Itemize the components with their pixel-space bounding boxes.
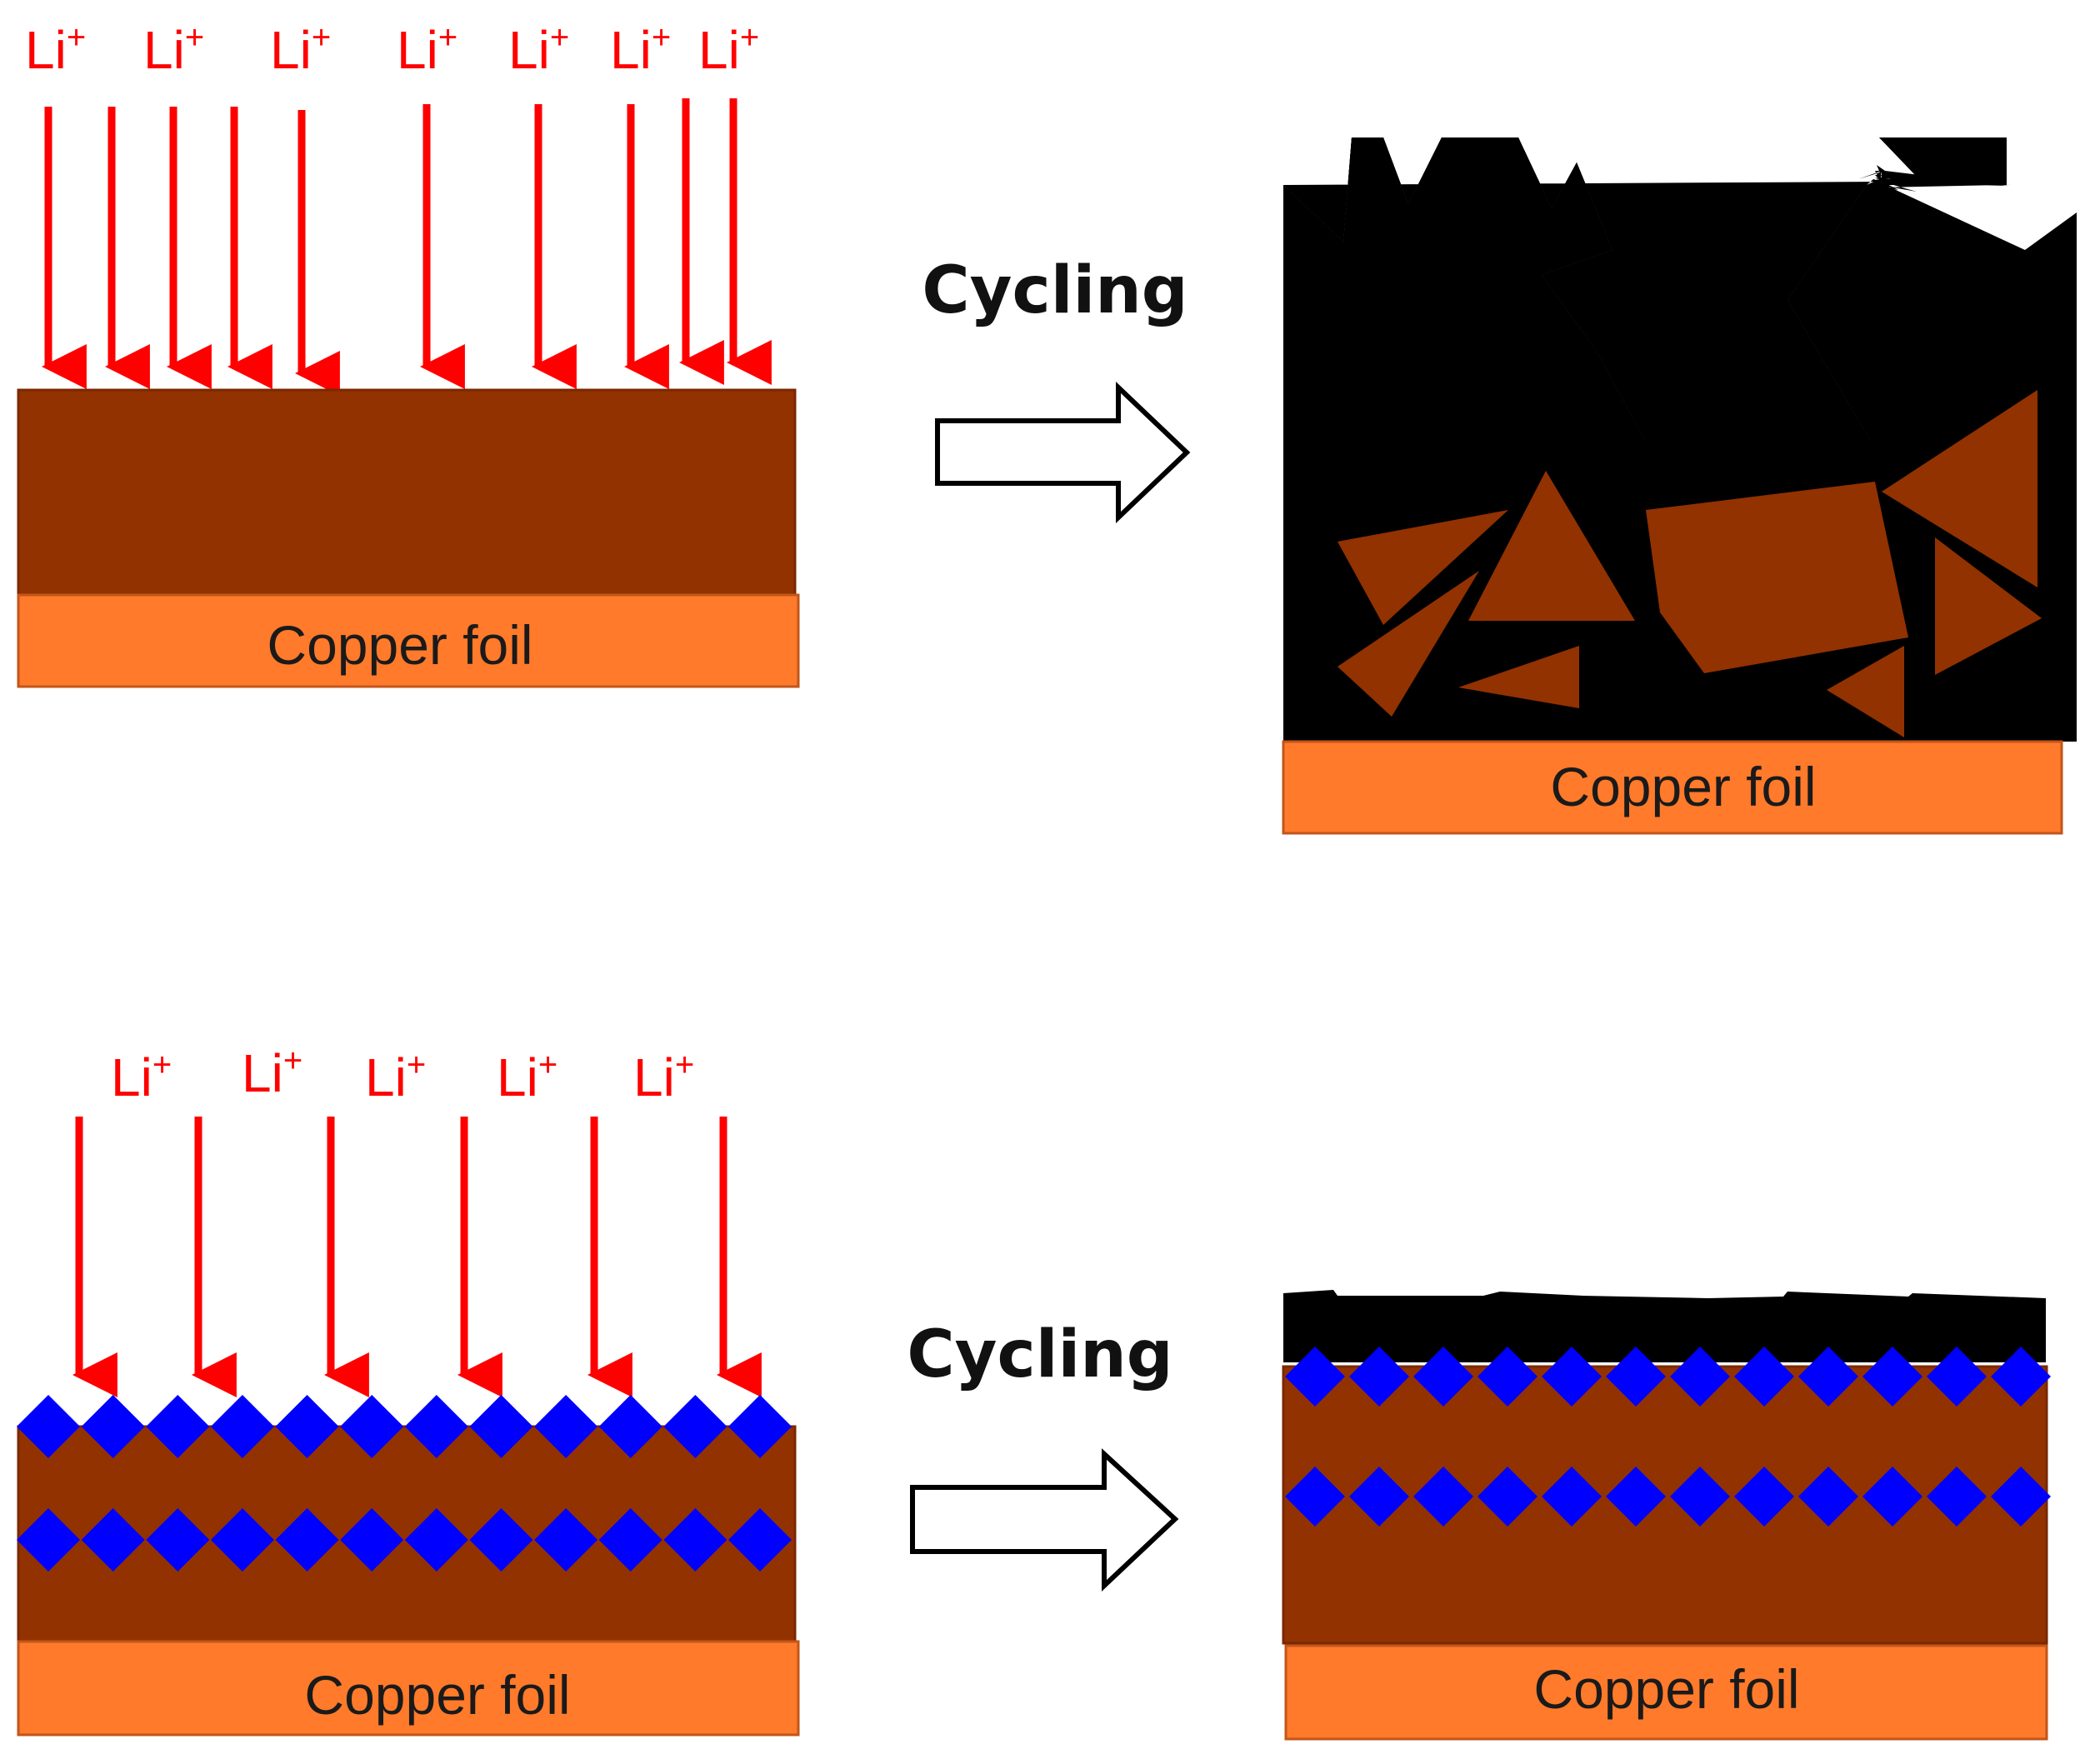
- anode-fragment: [1935, 537, 2042, 675]
- protective-particle: [17, 1395, 80, 1458]
- protective-particle: [1478, 1467, 1538, 1527]
- anode-fragment: [1827, 646, 1904, 737]
- protective-particle: [404, 1508, 468, 1572]
- top-li-ion-arrows: [41, 98, 772, 396]
- protective-particle: [275, 1508, 339, 1572]
- protective-particle: [728, 1395, 792, 1458]
- protective-particle: [1927, 1347, 1987, 1407]
- copper-foil: [1284, 1644, 2048, 1741]
- li-ion-label: Li+: [508, 19, 569, 80]
- process-arrow: [910, 1448, 1179, 1592]
- anode-fragment: [1468, 471, 1635, 621]
- li-ion-label: Li+: [111, 1047, 172, 1107]
- copper-foil: [17, 593, 800, 688]
- protective-particle: [275, 1395, 339, 1458]
- anode-fragment: [1458, 646, 1579, 708]
- anode-fragment: [1338, 571, 1479, 717]
- copper-foil-label: Copper foil: [267, 614, 532, 676]
- protective-particle: [469, 1508, 533, 1572]
- protective-particle: [1927, 1467, 1987, 1527]
- protective-particle: [1862, 1467, 1922, 1527]
- protective-particle: [1413, 1347, 1473, 1407]
- bottom-li-ion-arrows: [72, 1117, 762, 1397]
- protective-particle: [1734, 1347, 1794, 1407]
- copper-foil: [17, 1640, 800, 1737]
- protective-particle: [1798, 1467, 1858, 1527]
- protective-particle-row: [1285, 1347, 2051, 1407]
- protective-particle: [1478, 1347, 1538, 1407]
- protective-particle: [1413, 1467, 1473, 1527]
- anode-layer: [1282, 1365, 2048, 1645]
- protective-particle: [1542, 1467, 1602, 1527]
- copper-foil: [1282, 740, 2063, 835]
- protective-particle: [1285, 1347, 1345, 1407]
- protective-particle: [81, 1395, 145, 1458]
- protective-particle: [728, 1508, 792, 1572]
- copper-foil-label: Copper foil: [304, 1664, 570, 1726]
- protective-particle: [404, 1395, 468, 1458]
- protective-particle: [81, 1508, 145, 1572]
- li-ion-label: Li+: [610, 19, 671, 80]
- protective-particle: [1349, 1347, 1409, 1407]
- li-ion-label: Li+: [397, 19, 458, 80]
- protective-particle-row: [17, 1395, 792, 1458]
- protective-particle: [1285, 1467, 1345, 1527]
- protective-particle: [1862, 1347, 1922, 1407]
- process-arrow: [935, 382, 1191, 523]
- protective-particle-row: [17, 1508, 792, 1572]
- protective-particle: [1349, 1467, 1409, 1527]
- protective-particle: [1798, 1347, 1858, 1407]
- li-ion-label: Li+: [143, 19, 204, 80]
- cycling-label: Cycling: [922, 253, 1188, 328]
- li-ion-label: Li+: [497, 1047, 558, 1107]
- protective-particle: [1606, 1467, 1666, 1527]
- anode-layer: [17, 388, 797, 600]
- top-li-ion-labels: Li+ Li+ Li+ Li+ Li+ Li+ Li+: [25, 19, 759, 80]
- protective-particle: [534, 1508, 598, 1572]
- li-ion-label: Li+: [270, 19, 331, 80]
- li-ion-label: Li+: [633, 1047, 694, 1107]
- protective-particle: [598, 1508, 662, 1572]
- protective-particle: [1606, 1347, 1666, 1407]
- protective-particle: [1734, 1467, 1794, 1527]
- copper-foil-label: Copper foil: [1533, 1658, 1799, 1720]
- protective-particle: [146, 1395, 210, 1458]
- anode-fragment: [1882, 390, 2038, 587]
- lithium-dendrite-body: [1283, 137, 1885, 442]
- li-ion-label: Li+: [698, 19, 759, 80]
- copper-foil-label: Copper foil: [1550, 756, 1816, 817]
- protective-particle: [598, 1395, 662, 1458]
- protective-particle: [663, 1508, 728, 1572]
- lithium-layer: [1283, 1290, 2046, 1362]
- protective-particle: [1991, 1347, 2051, 1407]
- li-ion-label: Li+: [365, 1047, 426, 1107]
- cycling-label: Cycling: [907, 1317, 1172, 1392]
- protective-particle: [210, 1508, 274, 1572]
- protective-particle: [1670, 1347, 1730, 1407]
- protective-particle: [340, 1395, 404, 1458]
- bottom-after-group: Copper foil: [1282, 1290, 2051, 1741]
- li-ion-label: Li+: [25, 19, 86, 80]
- protective-particle: [340, 1508, 404, 1572]
- top-after-group: Copper foil: [1282, 137, 2077, 835]
- protective-particle: [534, 1395, 598, 1458]
- protective-particle: [1991, 1467, 2051, 1527]
- protective-particle: [663, 1395, 728, 1458]
- protective-particle: [17, 1508, 80, 1572]
- li-ion-label: Li+: [242, 1042, 302, 1103]
- bottom-before-group: Li+ Li+ Li+ Li+ Li+ Copper foil: [17, 1042, 800, 1737]
- protective-particle-row: [1285, 1467, 2051, 1527]
- anode-fragment: [1646, 482, 1908, 673]
- protective-particle: [146, 1508, 210, 1572]
- bottom-li-ion-labels: Li+ Li+ Li+ Li+ Li+: [111, 1042, 694, 1107]
- top-before-group: Li+ Li+ Li+ Li+ Li+ Li+ Li+ Copper foil: [17, 19, 800, 688]
- protective-particle: [1670, 1467, 1730, 1527]
- anode-fragments: [1338, 390, 2042, 737]
- anode-fragment: [1338, 510, 1508, 625]
- protective-particle: [210, 1395, 274, 1458]
- anode-layer: [17, 1425, 797, 1645]
- protective-particle: [1542, 1347, 1602, 1407]
- protective-particle: [469, 1395, 533, 1458]
